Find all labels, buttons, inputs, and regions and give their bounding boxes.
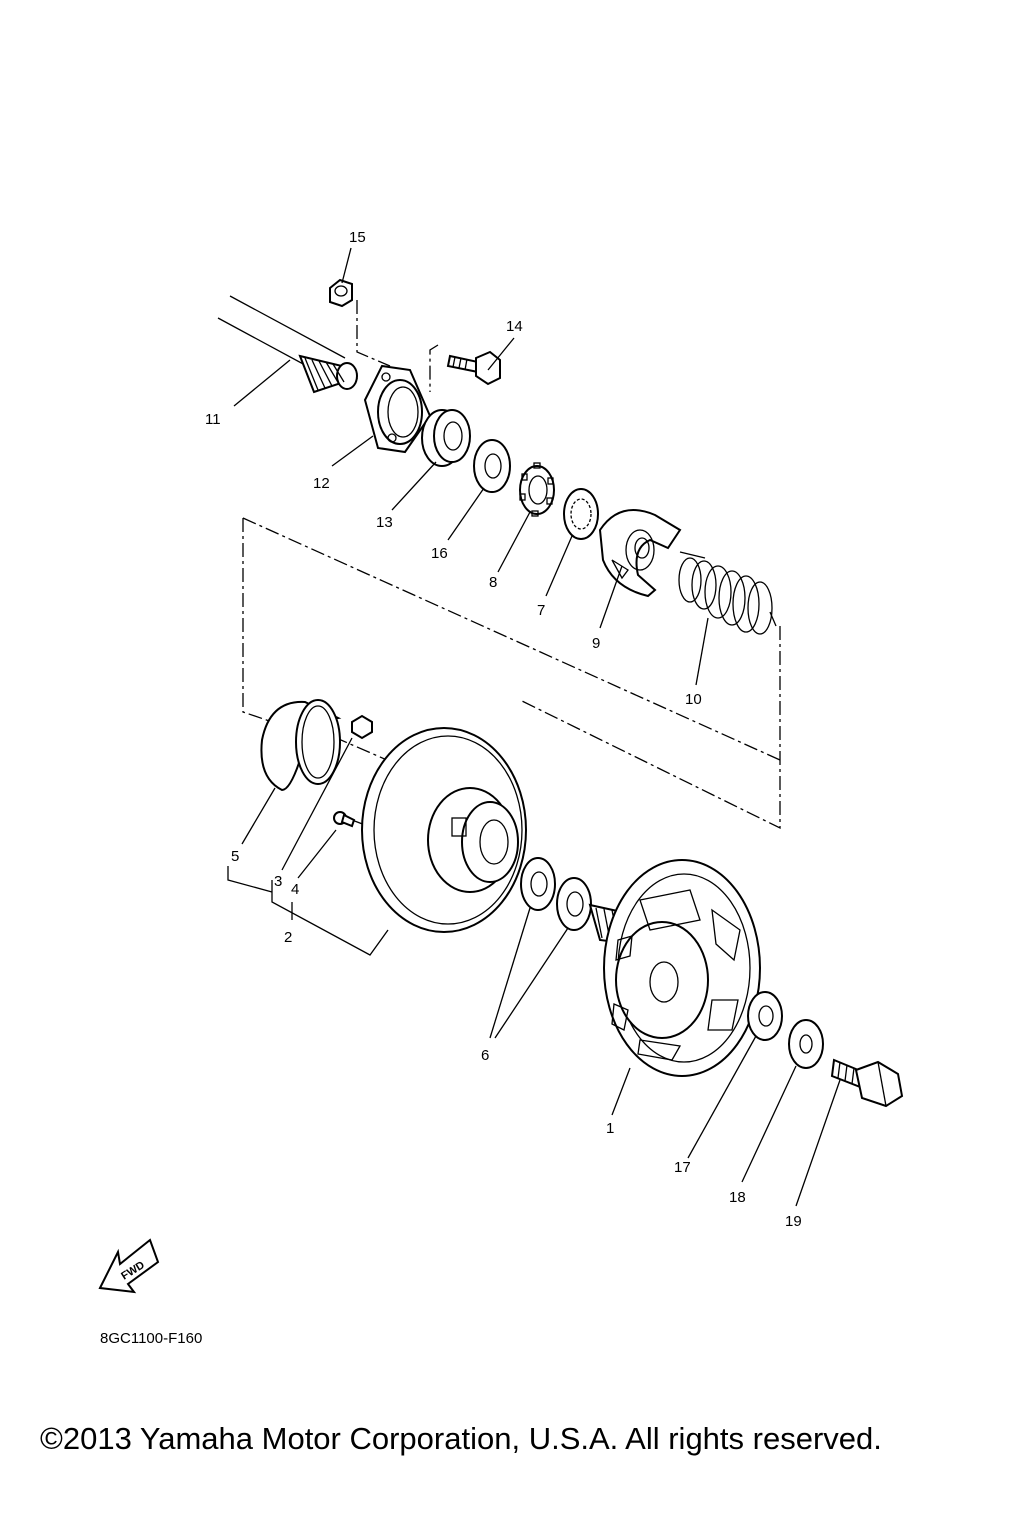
bearing-housing-part-12 (363, 364, 432, 454)
callout-9: 9 (592, 635, 600, 652)
washer-part-18 (788, 1019, 824, 1069)
bolt-part-19 (830, 1058, 904, 1108)
screw-part-4 (333, 811, 356, 828)
diagram-code: 8GC1100-F160 (100, 1330, 202, 1347)
callout-14: 14 (506, 318, 523, 335)
callout-3: 3 (274, 873, 282, 890)
callout-2: 2 (284, 929, 292, 946)
callout-5: 5 (231, 848, 239, 865)
lock-nut-part-8 (519, 462, 555, 517)
callout-6: 6 (481, 1047, 489, 1064)
washers-part-6 (520, 857, 592, 931)
slider-ring-part-5 (260, 699, 342, 792)
callout-18: 18 (729, 1189, 746, 1206)
bearing-part-13 (421, 409, 471, 467)
lock-washer-part-7 (563, 488, 599, 540)
secondary-shaft-part-11 (217, 295, 358, 394)
bolt-part-14 (446, 350, 501, 386)
callout-15: 15 (349, 229, 366, 246)
copyright-notice: ©2013 Yamaha Motor Corporation, U.S.A. A… (40, 1421, 882, 1456)
washer-part-16 (473, 439, 511, 493)
leader-lines (227, 247, 841, 1207)
fwd-arrow-icon: FWD (98, 1238, 160, 1294)
callout-11: 11 (205, 411, 221, 428)
sliding-sheave-part-2 (361, 727, 527, 933)
callout-numbers: 15 14 11 12 13 16 8 7 9 10 5 3 4 2 6 1 1… (205, 229, 802, 1230)
nut-part-15 (329, 278, 353, 308)
callout-8: 8 (489, 574, 497, 591)
callout-17: 17 (674, 1159, 691, 1176)
slider-part-3 (351, 714, 373, 740)
callout-13: 13 (376, 514, 393, 531)
cam-part-9 (598, 509, 682, 598)
callout-10: 10 (685, 691, 702, 708)
callout-1: 1 (606, 1120, 614, 1137)
fixed-sheave-part-1 (588, 859, 761, 1077)
washer-part-17 (747, 991, 783, 1041)
callout-12: 12 (313, 475, 330, 492)
callout-16: 16 (431, 545, 448, 562)
spring-part-10 (678, 551, 777, 635)
callout-19: 19 (785, 1213, 802, 1230)
callout-4: 4 (291, 881, 299, 898)
callout-7: 7 (537, 602, 545, 619)
